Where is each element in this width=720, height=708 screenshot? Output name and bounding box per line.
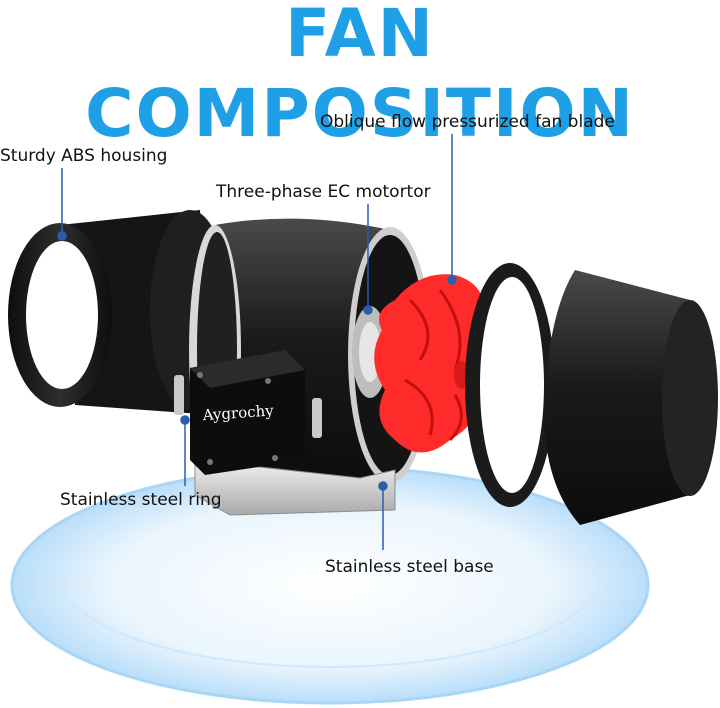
abs-housing-right bbox=[465, 263, 718, 525]
steel-base bbox=[194, 459, 396, 516]
steel-ring bbox=[174, 375, 322, 438]
pointer-dot-base bbox=[378, 481, 388, 491]
label-steel-ring: Stainless steel ring bbox=[60, 490, 222, 510]
leader-lines bbox=[57, 134, 457, 550]
abs-housing-left bbox=[8, 210, 230, 415]
pointer-dot-blade bbox=[447, 275, 457, 285]
page-title: FAN COMPOSITION bbox=[85, 0, 635, 152]
pointer-dot-housing bbox=[57, 231, 67, 241]
label-fan-blade: Oblique flow pressurized fan blade bbox=[320, 112, 615, 132]
fan-blade bbox=[374, 274, 491, 453]
pointer-dot-ring bbox=[180, 415, 190, 425]
label-steel-base: Stainless steel base bbox=[325, 557, 494, 577]
terminal-box: Aygrochy bbox=[190, 350, 305, 475]
label-ec-motor: Three-phase EC motortor bbox=[216, 182, 431, 202]
label-abs-housing: Sturdy ABS housing bbox=[0, 146, 168, 166]
brand-logo: Aygrochy bbox=[201, 401, 275, 424]
pointer-dot-motor bbox=[363, 305, 373, 315]
